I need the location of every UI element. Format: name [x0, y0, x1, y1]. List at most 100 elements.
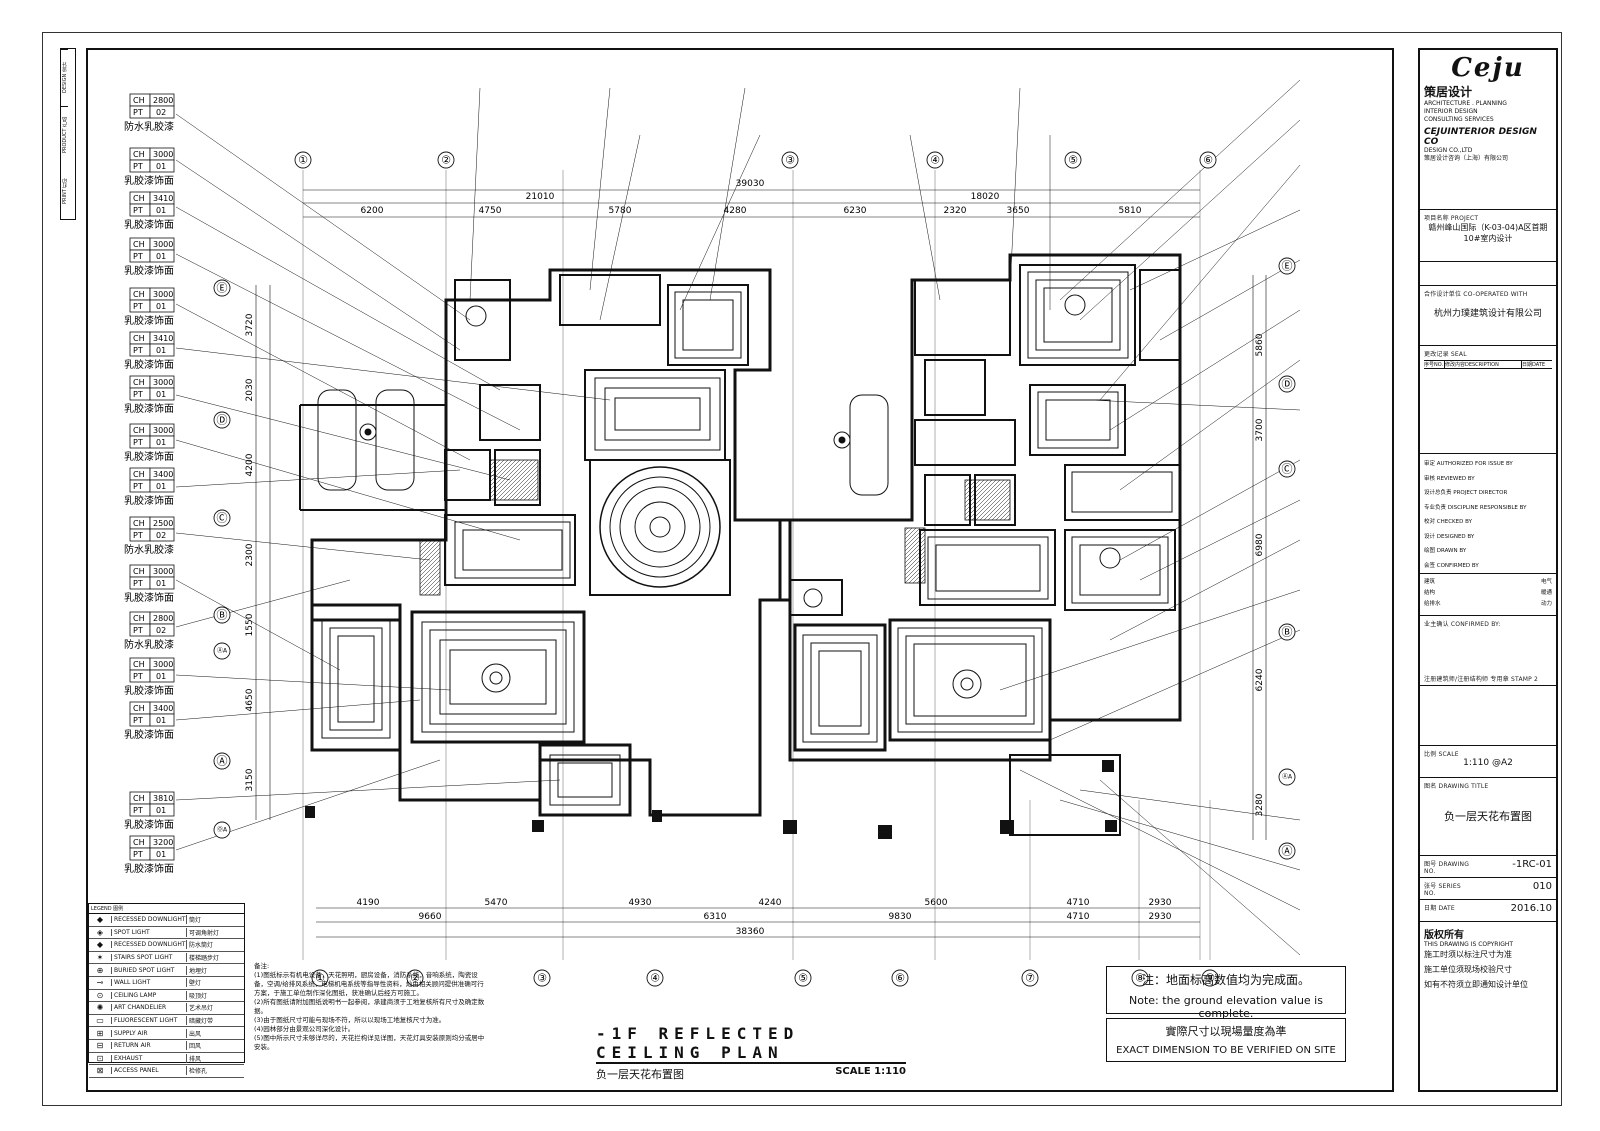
approval-2: 审核 REVIEWED BY [1424, 475, 1475, 482]
company-sub: DESIGN CO.,LTD [1424, 147, 1473, 154]
tag-ch-label: CH [133, 567, 145, 576]
tb-revisions: 更改记录 SEAL 序号NO. 修改内容DESCRIPTION 日期DATE [1420, 346, 1556, 454]
legend-label-cn: 出风 [186, 1028, 244, 1038]
svg-text:④: ④ [650, 972, 660, 985]
tag-pt-value: 01 [156, 346, 166, 355]
copyright: 版权所有 [1424, 930, 1464, 941]
dim-left-6: 4650 [245, 688, 255, 711]
tag-pt-value: 01 [156, 716, 166, 725]
copyright-en: THIS DRAWING IS COPYRIGHT [1424, 941, 1514, 948]
tag-pt-label: PT [133, 346, 143, 355]
grid-row-b: Ⓑ [213, 606, 231, 624]
series-no: 010 [1532, 881, 1552, 892]
svg-text:Ⓒ: Ⓒ [1282, 463, 1293, 476]
tb-blank [1420, 262, 1556, 286]
dim-bottom-1: 4190 [357, 898, 380, 908]
plan-scale: SCALE 1:110 [835, 1066, 906, 1077]
tb-stamp [1420, 686, 1556, 746]
grid-bottom-9: ⑨ [1201, 969, 1219, 987]
tag-pt-value: 01 [156, 806, 166, 815]
grid-bottom-5: ⑤ [794, 969, 812, 987]
project-label: 项目名称 PROJECT [1424, 215, 1479, 222]
service-1: ARCHITECTURE . PLANNING [1424, 100, 1507, 107]
tag-pt-label: PT [133, 302, 143, 311]
dimension-lines [255, 189, 1267, 938]
drawing-sheet-border [42, 32, 1562, 1106]
elevation-note-cn: 注：地面标高数值均为完成面。 [1141, 973, 1310, 987]
grid-bottom-8: ⑧ [1131, 969, 1149, 987]
dim-bottom-total: 38360 [736, 927, 765, 937]
legend-label-en: EXHAUST [111, 1054, 186, 1062]
tag-pt-label: PT [133, 531, 143, 540]
tag-pt-value: 01 [156, 206, 166, 215]
legend-symbol-icon: ⊕ [96, 965, 104, 975]
tag-ch-label: CH [133, 194, 145, 203]
legend-label-en: RETURN AIR [111, 1042, 186, 1050]
tb-approvals: 审定 AUTHORIZED FOR ISSUE BY 审核 REVIEWED B… [1420, 454, 1556, 574]
tag-material: 乳胶漆饰面 [124, 591, 174, 604]
grid-col-4: ④ [926, 151, 944, 169]
dim-right-5: 3280 [1255, 793, 1265, 816]
elevation-note-en: Note: the ground elevation value is comp… [1129, 994, 1323, 1020]
dim-right: 5860 3700 6980 6240 3280 [1255, 333, 1265, 816]
leader-lines [175, 79, 1301, 956]
tag-pt-value: 01 [156, 850, 166, 859]
dim-bottom-sub-5: 2930 [1149, 912, 1172, 922]
svg-text:Ⓑ: Ⓑ [217, 609, 228, 622]
tag-pt-label: PT [133, 206, 143, 215]
svg-text:③: ③ [785, 154, 795, 167]
title-block: Ceju 策居设计 ARCHITECTURE . PLANNING INTERI… [1418, 48, 1558, 1092]
legend-label-cn: 排风 [186, 1053, 244, 1063]
confirm-2: 电气 [1540, 579, 1552, 585]
tag-ch-value: 3000 [153, 660, 173, 669]
tag-pt-value: 01 [156, 579, 166, 588]
dim-top-2: 4750 [479, 206, 502, 216]
legend-symbol-icon: ▭ [96, 1016, 104, 1026]
confirm-6: 动力 [1540, 601, 1552, 607]
legend-label-cn: 壁灯 [186, 978, 244, 988]
dim-right-1: 5860 [1255, 333, 1265, 356]
tb-copyright: 版权所有 THIS DRAWING IS COPYRIGHT 施工时须以标注尺寸… [1420, 922, 1556, 994]
svg-text:①: ① [298, 154, 308, 167]
notice-3: 如有不符须立即通知设计单位 [1424, 980, 1528, 989]
svg-text:⑦: ⑦ [1025, 972, 1035, 985]
svg-text:②: ② [410, 972, 420, 985]
dim-top-5: 6230 [844, 206, 867, 216]
dim-right-3: 6980 [1255, 533, 1265, 556]
grid-bubbles-top: ① ② ③ ④ ⑤ ⑥ [294, 151, 1217, 169]
round-dome-ceiling [599, 466, 721, 588]
grid-row-c-right: Ⓒ [1278, 460, 1296, 478]
confirm-4: 暖通 [1540, 590, 1552, 596]
tb-drawing-no: 图号 DRAWING NO. -1RC-01 [1420, 856, 1556, 878]
svg-text:Ⓓ: Ⓓ [217, 414, 228, 427]
notes-line-1: (1)图纸标示有机电设备，天花照明，厨房设备，消防系统，音响系统，陶瓷设备，空调… [254, 971, 484, 997]
tag-pt-value: 01 [156, 482, 166, 491]
legend-symbol-icon: ◆ [96, 915, 104, 925]
svg-text:③: ③ [537, 972, 547, 985]
tag-ch-label: CH [133, 240, 145, 249]
dim-top-total: 39030 [736, 179, 765, 189]
legend-label-cn: 回风 [186, 1041, 244, 1051]
grid-bottom-3: ③ [533, 969, 551, 987]
tag-ch-value: 3810 [153, 794, 173, 803]
dim-bottom-3: 4930 [629, 898, 652, 908]
dim-top-6: 2320 [944, 206, 967, 216]
approval-3: 设计总负责 PROJECT DIRECTOR [1424, 490, 1508, 496]
tb-date: 日期 DATE 2016.10 [1420, 900, 1556, 922]
approval-5: 校对 CHECKED BY [1424, 519, 1472, 525]
legend-label-cn: 防水筒灯 [186, 940, 244, 950]
grid-col-3: ③ [781, 151, 799, 169]
legend-label-en: FLUORESCENT LIGHT [111, 1017, 186, 1025]
verify-note-en: EXACT DIMENSION TO BE VERIFIED ON SITE [1116, 1045, 1336, 1056]
